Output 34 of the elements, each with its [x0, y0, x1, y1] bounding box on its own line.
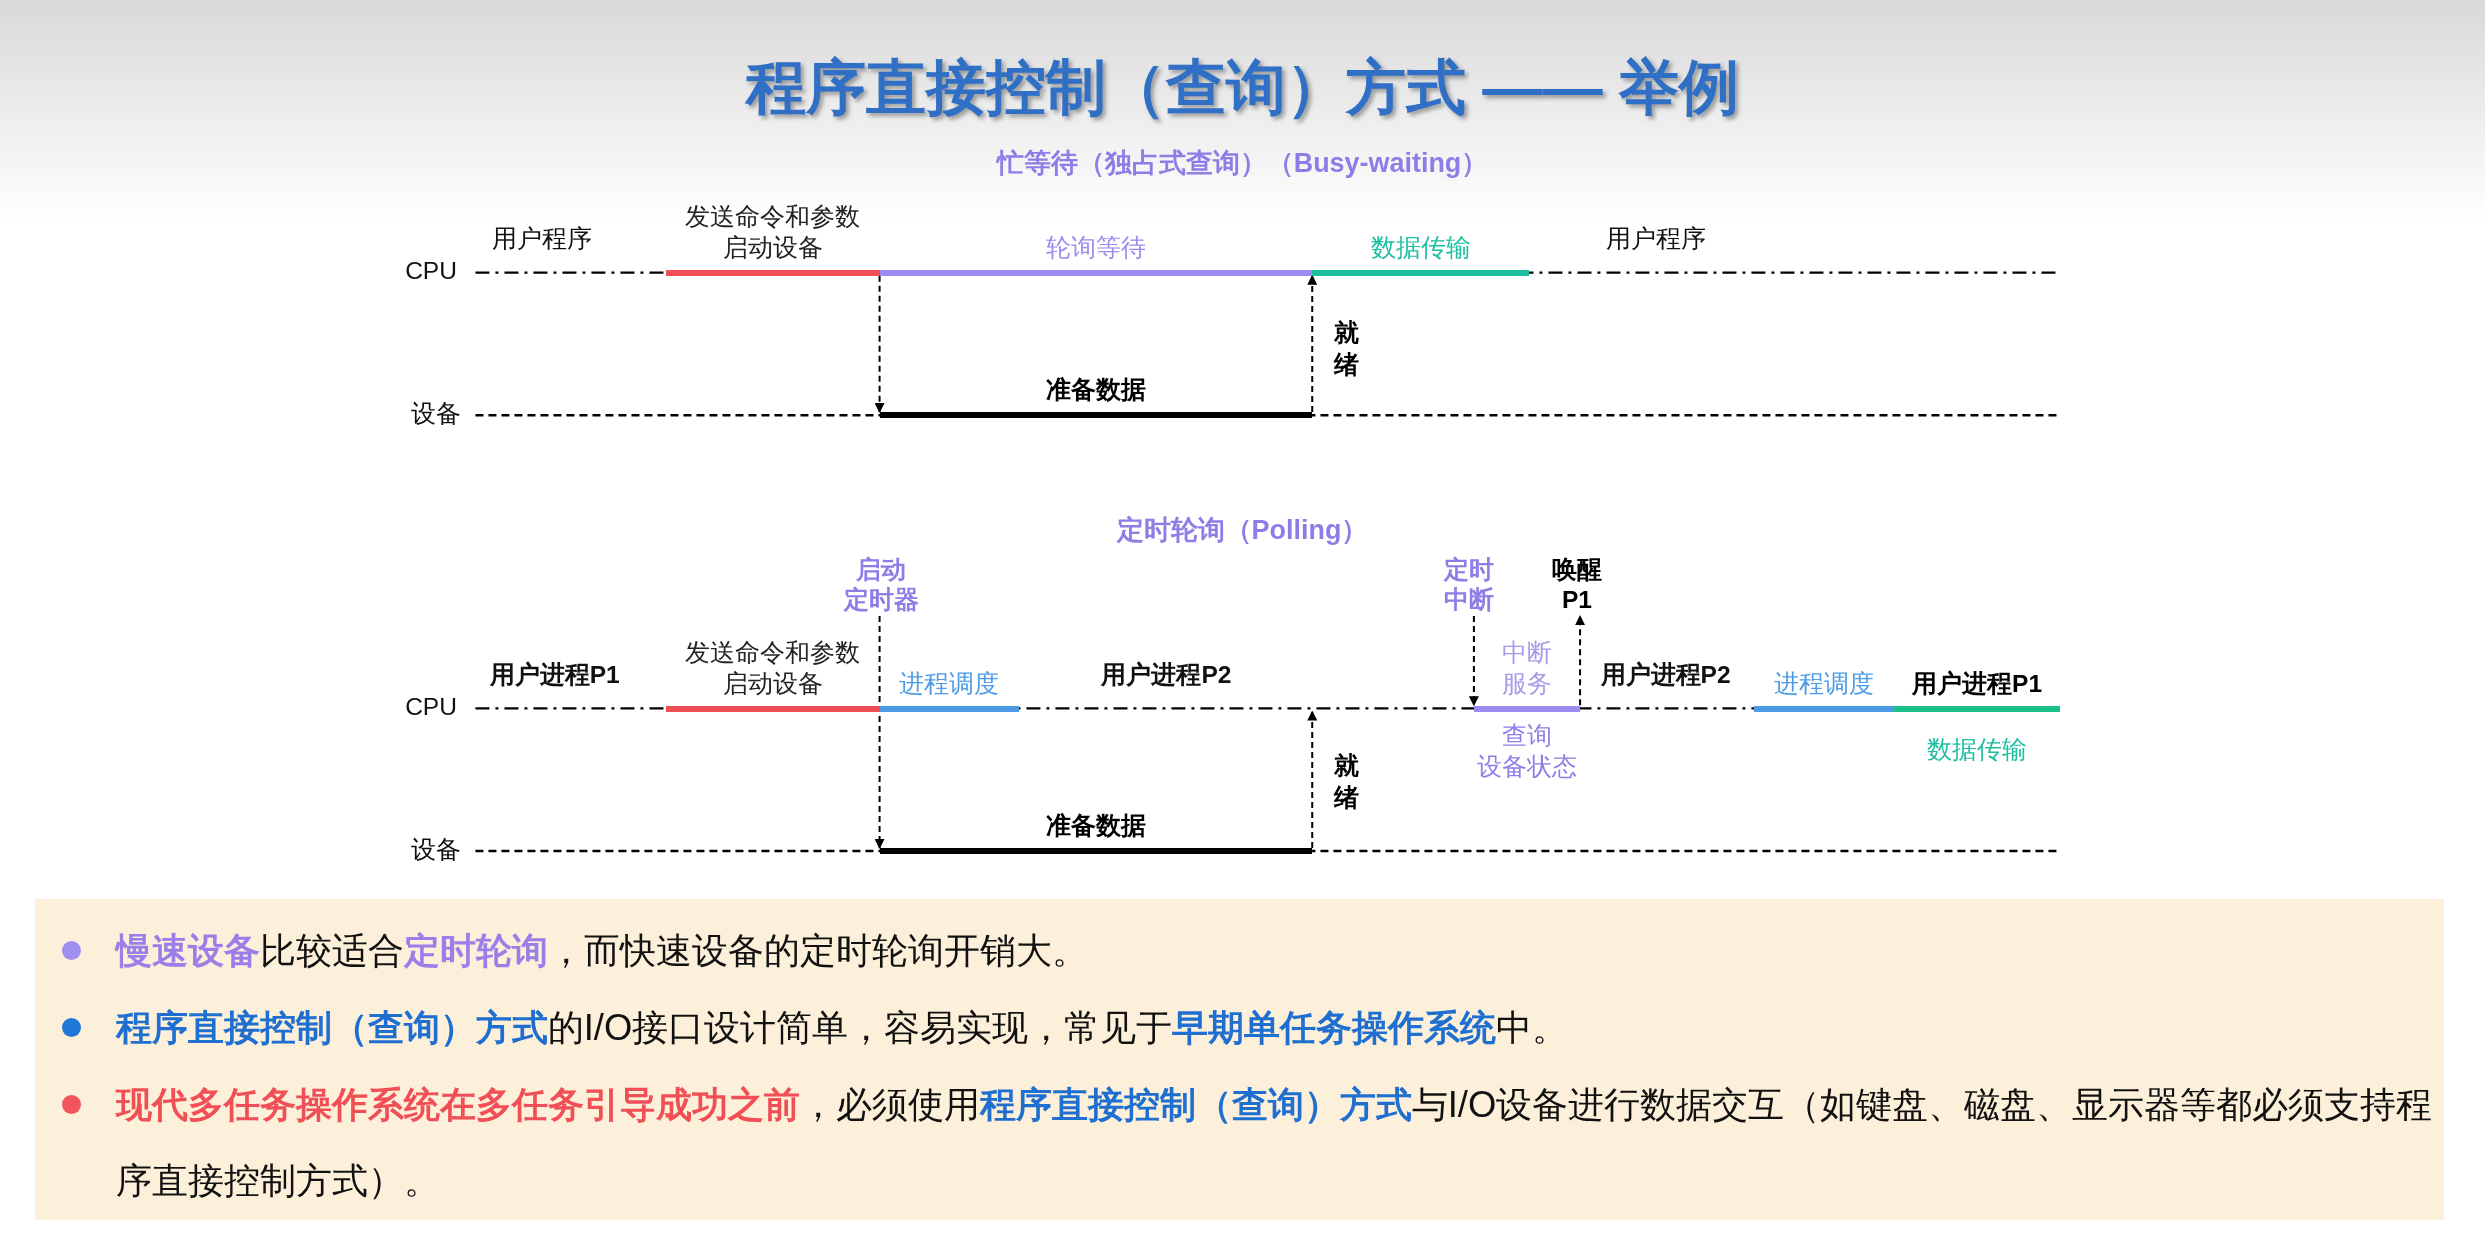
segment-note: 数据传输	[1926, 735, 2029, 766]
dashed-arrow	[1575, 615, 1586, 707]
title: 程序直接控制（查询）方式 —— 举例	[744, 51, 1741, 123]
activity-bar: 准备数据	[879, 809, 1313, 855]
timeline-segment: 发送命令和参数启动设备	[665, 629, 880, 712]
dashed-arrow	[1307, 274, 1318, 414]
timeline-segment: 中断服务	[1473, 629, 1581, 712]
event-label: 启动定时器	[817, 554, 945, 617]
timeline-segment: 用户进程P1	[1893, 660, 2061, 712]
bullet-text: 现代多任务操作系统在多任务引导成功之前，必须使用程序直接控制（查询）方式与I/O设备进行数据交互（如键盘、磁盘、显示器等都必须支持程序直接控制方式）。	[115, 1082, 2433, 1203]
bullet-text: 程序直接控制（查询）方式的I/O接口设计简单，容易实现，常见于早期单任务操作系统中。	[115, 1005, 1570, 1050]
subtitle: 定时轮询（Polling）	[1115, 514, 1370, 548]
phase-label: 用户程序	[491, 224, 593, 255]
phase-label: 用户进程P2	[1599, 660, 1732, 691]
segment-note: 查询设备状态	[1475, 721, 1578, 782]
phase-label: 用户进程P1	[488, 660, 621, 691]
timeline-segment: 进程调度	[879, 660, 1019, 712]
dashed-arrow	[874, 615, 885, 849]
timeline-segment: 数据传输	[1312, 225, 1530, 276]
timeline-segment: 轮询等待	[879, 225, 1313, 276]
dashed-arrow	[1468, 615, 1479, 707]
timeline-segment: 进程调度	[1754, 660, 1894, 712]
subtitle: 忙等待（独占式查询）（Busy-waiting）	[995, 146, 1490, 180]
axis-label: CPU	[404, 256, 458, 287]
axis-label: 设备	[409, 398, 462, 429]
bullet-text: 慢速设备比较适合定时轮询，而快速设备的定时轮询开销大。	[115, 928, 1089, 973]
phase-label: 用户进程P2	[1100, 660, 1233, 691]
dashed-arrow	[1307, 710, 1318, 849]
axis-label: CPU	[404, 691, 458, 722]
activity-bar: 准备数据	[879, 374, 1313, 419]
dashed-arrow	[874, 274, 885, 414]
axis-label: 设备	[409, 834, 462, 865]
phase-label: 用户程序	[1605, 224, 1708, 255]
timeline-segment: 发送命令和参数启动设备	[665, 193, 880, 276]
